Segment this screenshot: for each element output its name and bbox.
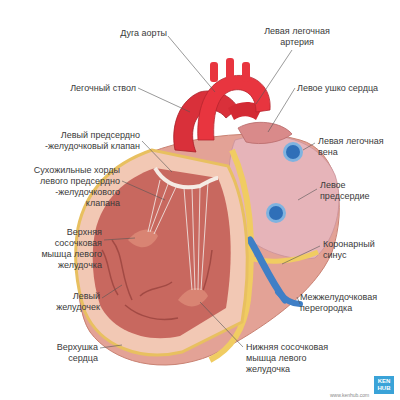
part-label: Коронарный синус <box>323 239 395 261</box>
part-label: Левое предсердие <box>320 180 396 202</box>
part-label: Межжелудочковая перегородка <box>300 292 396 314</box>
watermark-logo: KEN HUB <box>374 376 394 394</box>
part-label: Левый предсердно -желудочковый клапан <box>36 130 140 152</box>
part-label: Левое ушко сердца <box>297 83 397 94</box>
part-label: Верхняя сосочковая мышца левого желудочк… <box>34 227 102 271</box>
part-label: Легочный ствол <box>50 83 136 94</box>
part-label: Верхушка сердца <box>36 342 98 364</box>
part-label: Сухожильные хорды левого предсердно -жел… <box>26 165 120 209</box>
part-label: Нижняя сосочковая мышца левого желудочка <box>246 342 338 375</box>
part-label: Левая легочная вена <box>318 136 396 158</box>
part-label: Левая легочная артерия <box>255 26 339 48</box>
watermark-url: www.kenhub.com <box>330 392 369 398</box>
part-label: Левый желудочек <box>36 291 100 313</box>
part-label: Дуга аорты <box>95 28 167 39</box>
